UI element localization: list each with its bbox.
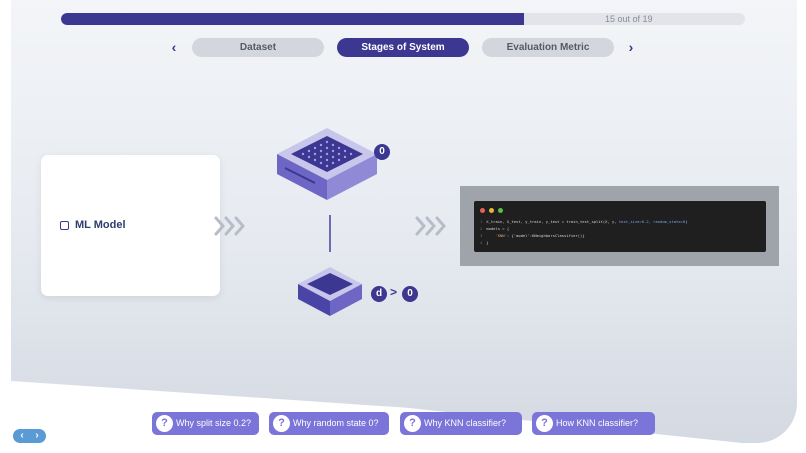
- code-line: 4}: [480, 240, 489, 245]
- processor-chip-icon: [277, 128, 377, 200]
- question-icon: ?: [156, 415, 173, 432]
- tab-stages-of-system[interactable]: Stages of System: [337, 38, 469, 57]
- triple-chevron-icon: [214, 216, 245, 236]
- checkbox-icon[interactable]: [60, 221, 69, 230]
- question-button-random-state[interactable]: ? Why random state 0?: [269, 412, 389, 435]
- d-badge: d: [371, 286, 387, 302]
- progress-fill: [61, 13, 525, 25]
- top-badge: 0: [374, 144, 390, 160]
- pager-prev-button[interactable]: ‹: [20, 430, 24, 441]
- close-dot-icon: [480, 208, 485, 213]
- question-button-why-knn[interactable]: ? Why KNN classifier?: [400, 412, 522, 435]
- pager-next-button[interactable]: ›: [35, 430, 39, 441]
- slide-pager: ‹ ›: [13, 429, 46, 443]
- tab-dataset[interactable]: Dataset: [192, 38, 324, 57]
- data-chip-icon: [298, 267, 362, 316]
- greater-than-symbol: >: [390, 285, 398, 299]
- tab-evaluation-metric[interactable]: Evaluation Metric: [482, 38, 614, 57]
- ml-model-card: [41, 155, 220, 296]
- progress-bar: [61, 13, 745, 25]
- minimize-dot-icon: [489, 208, 494, 213]
- chevron-left-icon[interactable]: ‹: [171, 39, 177, 55]
- progress-text: 15 out of 19: [605, 14, 653, 24]
- question-button-split-size[interactable]: ? Why split size 0.2?: [152, 412, 259, 435]
- question-icon: ?: [536, 415, 553, 432]
- maximize-dot-icon: [498, 208, 503, 213]
- ml-model-label: ML Model: [75, 219, 126, 231]
- code-line: 3 'KNN': {'model':KNeighborsClassifier()…: [480, 233, 585, 238]
- question-icon: ?: [273, 415, 290, 432]
- question-button-how-knn[interactable]: ? How KNN classifier?: [532, 412, 655, 435]
- zero-badge: 0: [402, 286, 418, 302]
- code-window: [474, 201, 766, 252]
- connector-line: [329, 215, 331, 252]
- chevron-right-icon[interactable]: ›: [628, 39, 634, 55]
- triple-chevron-icon: [415, 216, 446, 236]
- question-icon: ?: [404, 415, 421, 432]
